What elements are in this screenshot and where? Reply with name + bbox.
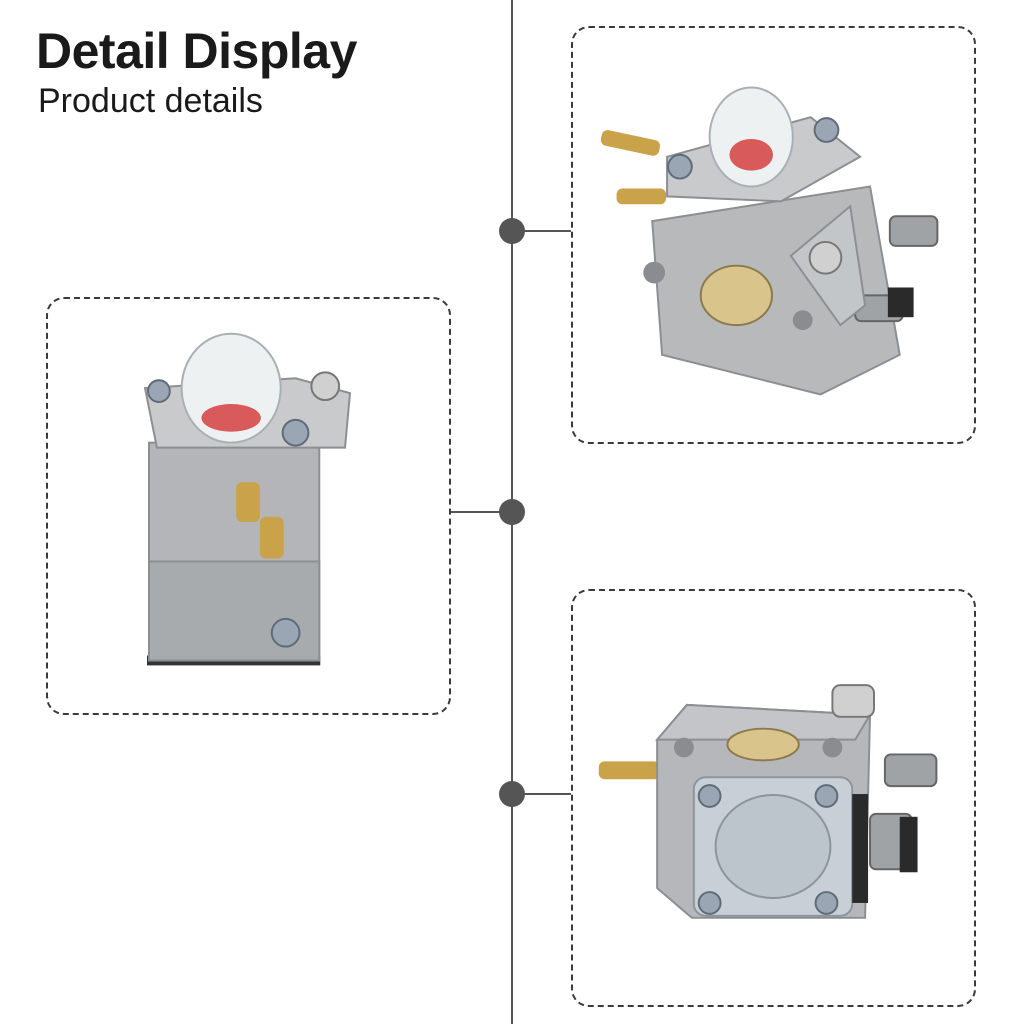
product-image-frame-left <box>46 297 451 715</box>
timeline-dot-top <box>499 218 525 244</box>
page-subtitle: Product details <box>38 82 263 120</box>
connector-top <box>524 230 572 232</box>
product-image-frame-top <box>571 26 976 444</box>
connector-middle <box>450 511 500 513</box>
page-title: Detail Display <box>36 23 357 79</box>
connector-bottom <box>524 793 572 795</box>
timeline-dot-bottom <box>499 781 525 807</box>
timeline-dot-middle <box>499 499 525 525</box>
product-image-frame-bottom <box>571 589 976 1007</box>
carburetor-back-view <box>598 684 938 919</box>
carburetor-side-view <box>143 332 352 666</box>
carburetor-top-view <box>600 86 939 396</box>
